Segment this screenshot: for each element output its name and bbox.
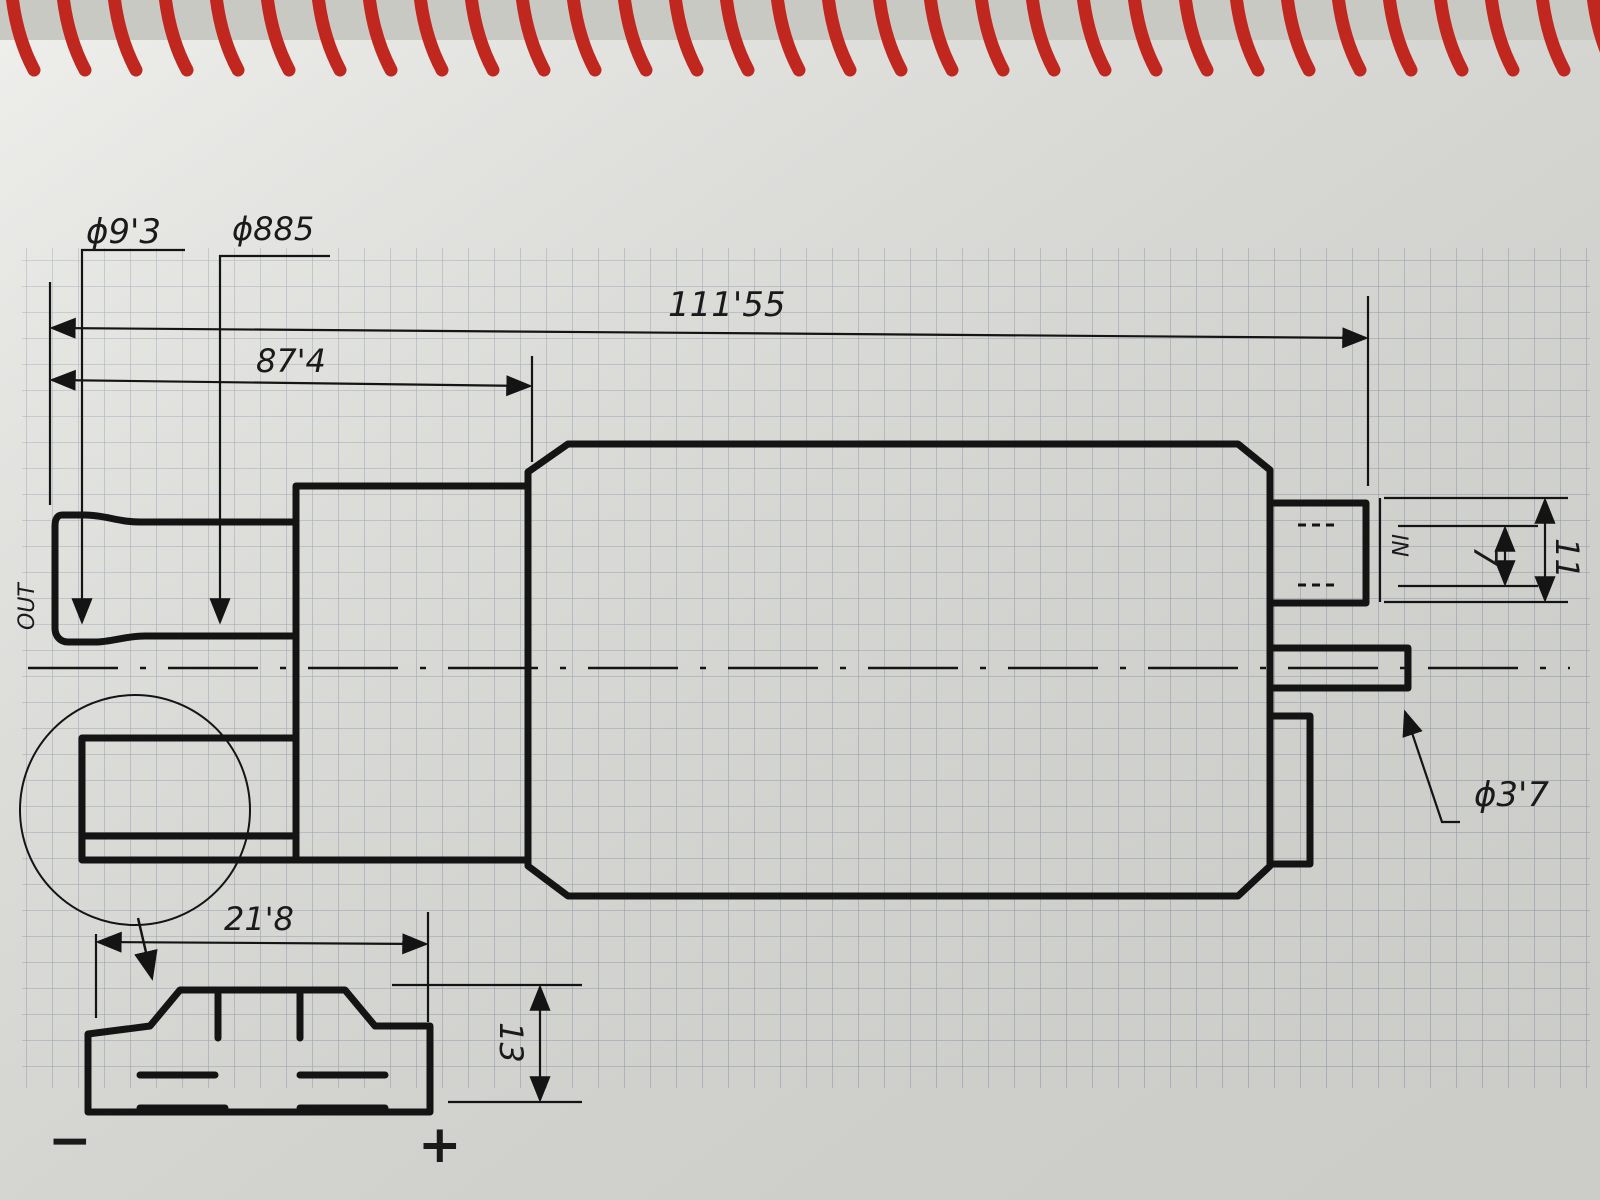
paper-shading [0, 40, 1600, 1200]
spiral-loop [56, 0, 92, 77]
dim-label-connector-height: 13 [492, 1022, 530, 1063]
terminal-positive-label: + [418, 1115, 462, 1175]
spiral-loop [362, 0, 398, 77]
leader-pin [1402, 709, 1460, 824]
leader-outlet-tube [209, 254, 330, 625]
inlet-label: IN [1386, 534, 1411, 557]
pin-stub [1266, 644, 1412, 692]
spiral-loop [107, 0, 143, 77]
spiral-loop [1229, 0, 1265, 77]
inlet-stub [1266, 499, 1370, 607]
spiral-loop [311, 0, 347, 77]
spiral-loop [872, 0, 908, 77]
spiral-loop [770, 0, 806, 77]
spiral-loop [1535, 0, 1571, 77]
spiral-loop [1586, 0, 1600, 53]
spiral-loop [668, 0, 704, 77]
spiral-loop [1025, 0, 1061, 77]
spiral-loop [260, 0, 296, 77]
terminal-negative-label: − [48, 1111, 92, 1171]
spiral-loop [1484, 0, 1520, 77]
spiral-loop [1280, 0, 1316, 77]
leader-outlet-tip [71, 248, 185, 625]
outlet-nozzle [51, 511, 300, 646]
spiral-loop [974, 0, 1010, 77]
spiral-loop [158, 0, 194, 77]
dim-label-overall-length: 111'55 [668, 285, 786, 325]
spiral-loop [566, 0, 602, 77]
dim-label-outlet-tube: ϕ885 [232, 210, 314, 248]
spiral-loop [1382, 0, 1418, 77]
dimension-line-overall [49, 317, 1369, 349]
dimension-line-to-body [49, 369, 533, 397]
pump-head [292, 482, 532, 864]
spiral-loop [719, 0, 755, 77]
connector-housing-side [78, 734, 300, 864]
outlet-label: OUT [15, 582, 40, 630]
spiral-loop [923, 0, 959, 77]
spiral-loop [1433, 0, 1469, 77]
spiral-binding [5, 0, 1600, 77]
spiral-loop [1331, 0, 1367, 77]
spiral-loop [209, 0, 245, 77]
rear-tab [1266, 712, 1314, 868]
spiral-loop [464, 0, 500, 77]
dim-label-inlet-inner: 7 [1466, 546, 1504, 567]
spiral-loop [821, 0, 857, 77]
spiral-loop [413, 0, 449, 77]
dim-label-length-to-body: 87'4 [256, 342, 326, 380]
dim-label-inlet-outer: 11 [1548, 538, 1586, 579]
spiral-loop [5, 0, 41, 77]
dim-label-connector-width: 21'8 [224, 900, 294, 938]
spiral-loop [1127, 0, 1163, 77]
spiral-loop [1076, 0, 1112, 77]
dimension-line-connector-width [95, 931, 429, 955]
detail-circle [19, 694, 251, 926]
spiral-loop [617, 0, 653, 77]
spiral-loop [1178, 0, 1214, 77]
connector-face [84, 986, 434, 1116]
dim-label-pin-dia: ϕ3'7 [1474, 775, 1549, 815]
spiral-loop [515, 0, 551, 77]
dim-label-outlet-tip: ϕ9'3 [86, 212, 161, 252]
